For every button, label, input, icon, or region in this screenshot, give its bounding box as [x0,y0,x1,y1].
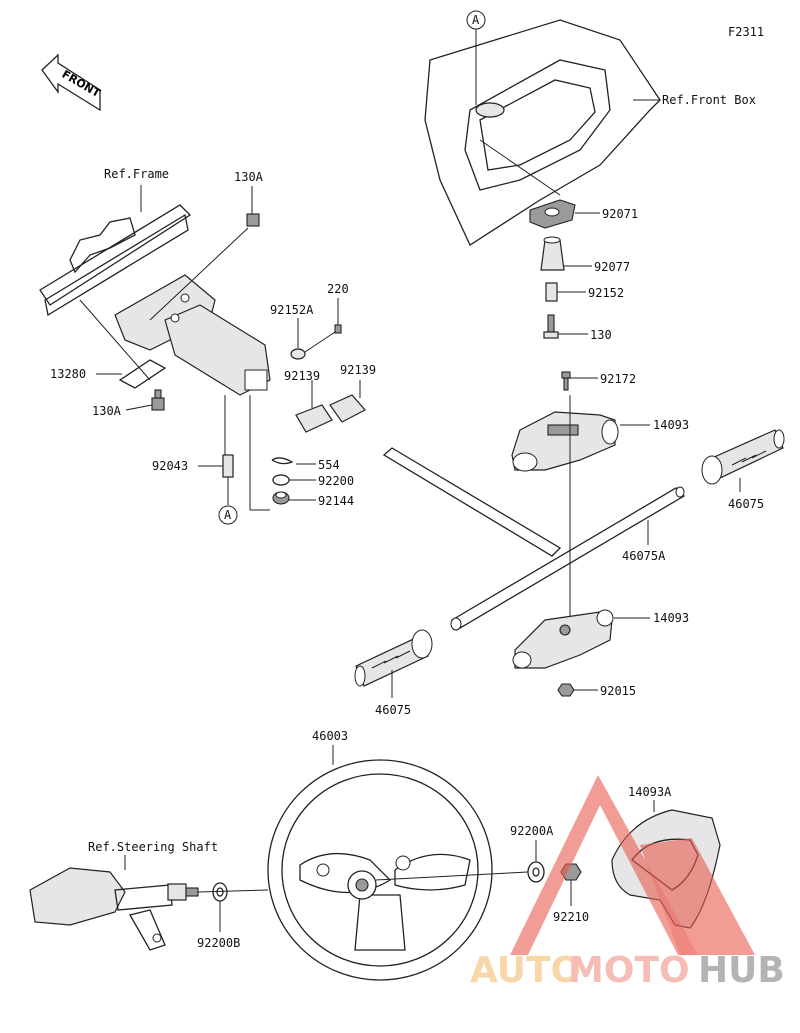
callout-a-bottom-label: A [224,508,232,522]
part-92152-drawing [545,282,586,302]
part-92077-drawing [540,236,592,271]
part-46075-right-grip [701,429,785,492]
part-220-drawing [304,298,342,353]
part-46003-steering-wheel [267,745,529,981]
label-92200: 92200 [318,474,354,488]
label-46075-left: 46075 [375,703,411,717]
part-92139-b-drawing [329,380,366,423]
label-554: 554 [318,458,340,472]
part-92043-drawing [198,454,234,505]
label-46075-right: 46075 [728,497,764,511]
label-92139-b: 92139 [340,363,376,377]
label-92071: 92071 [602,207,638,221]
part-554-drawing [271,457,316,465]
label-92152A: 92152A [270,303,314,317]
label-92210: 92210 [553,910,589,924]
label-13280: 13280 [50,367,86,381]
label-220: 220 [327,282,349,296]
part-130A-top-drawing [246,186,260,227]
front-box-drawing [424,19,661,246]
steering-shaft-drawing [29,855,269,951]
label-130A-bottom: 130A [92,404,122,418]
label-46075A: 46075A [622,549,666,563]
part-92139-a-drawing [295,380,333,433]
label-92152: 92152 [588,286,624,300]
part-92200-drawing [272,474,316,486]
ref-front-box: Ref.Front Box [662,93,756,107]
part-92200B-drawing [212,882,228,932]
label-14093-top: 14093 [653,418,689,432]
automotohub-watermark: AUTO MOTO HUB [470,775,785,991]
part-92172-drawing [561,371,598,391]
label-92200B: 92200B [197,936,240,950]
part-14093-lower-drawing [512,609,650,669]
front-arrow-icon: FRONT [41,53,103,112]
watermark-auto: AUTO [470,950,581,991]
label-92144: 92144 [318,494,354,508]
callout-a-top-label: A [472,13,480,27]
part-14093-upper-drawing [511,411,650,472]
label-14093A: 14093A [628,785,672,799]
label-46003: 46003 [312,729,348,743]
label-92172: 92172 [600,372,636,386]
part-92071-drawing [529,199,600,229]
ref-steering-shaft: Ref.Steering Shaft [88,840,218,854]
ref-frame: Ref.Frame [104,167,169,181]
watermark-moto: MOTO [568,950,690,991]
label-92015: 92015 [600,684,636,698]
callout-a-bottom [218,505,238,525]
label-130: 130 [590,328,612,342]
watermark-hub: HUB [698,950,785,991]
label-14093-bottom: 14093 [653,611,689,625]
steering-bracket-drawing [114,227,271,511]
part-130-drawing [543,314,588,339]
part-92015-drawing [557,683,598,697]
label-92077: 92077 [594,260,630,274]
label-92139-a: 92139 [284,369,320,383]
label-92200A: 92200A [510,824,554,838]
callout-a-top [466,10,486,105]
label-92043: 92043 [152,459,188,473]
part-92152A-drawing [290,318,306,360]
frame-drawing [39,185,192,381]
part-92200A-drawing [527,840,545,883]
part-130A-bottom-drawing [125,389,165,411]
part-46075-left-grip [354,629,433,698]
part-46075A-handlebar [382,395,686,631]
label-130A-top: 130A [234,170,264,184]
figure-code: F2311 [728,25,764,39]
part-92144-drawing [272,491,316,505]
